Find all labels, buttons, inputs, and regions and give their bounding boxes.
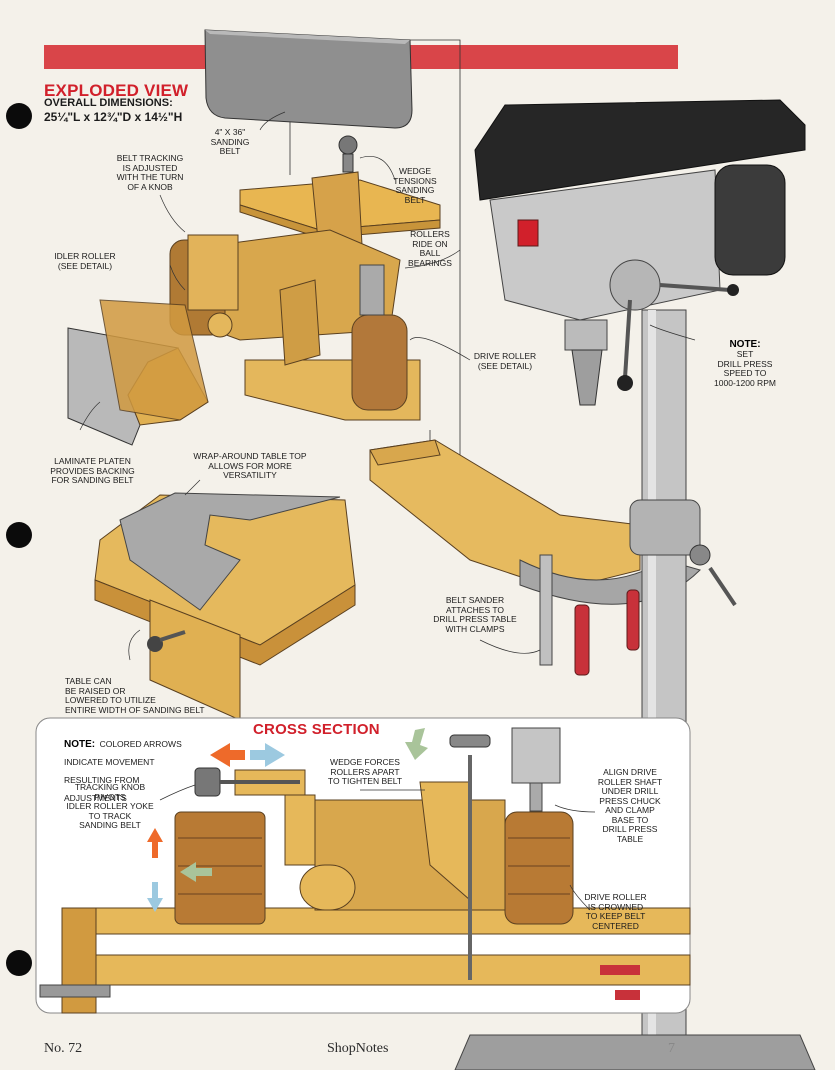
binder-hole-top [6,103,32,129]
laminate-platen-drawing [67,299,209,446]
callout-wrap-around-table: WRAP-AROUND TABLE TOP ALLOWS FOR MORE VE… [193,451,307,480]
overall-dimensions-value: 25¼"L x 12¾"D x 14½"H [44,110,183,124]
callout-belt-tracking: BELT TRACKING IS ADJUSTED WITH THE TURN … [116,153,184,192]
callout-belt-sander-attaches: BELT SANDER ATTACHES TO DRILL PRESS TABL… [433,595,517,634]
callout-sanding-belt: 4" x 36" SANDING BELT [210,127,250,156]
callout-tracking-knob: TRACKING KNOB PIVOTS IDLER ROLLER YOKE T… [66,782,154,830]
cross-section-note-title: NOTE: [64,739,96,750]
callout-align-drive: ALIGN DRIVE ROLLER SHAFT UNDER DRILL PRE… [597,767,663,844]
exploded-view-title: EXPLODED VIEW [44,81,189,100]
callout-drive-crowned: DRIVE ROLLER IS CROWNED TO KEEP BELT CEN… [584,892,647,931]
sanding-belt-drawing [204,29,413,129]
footer-issue: No. 72 [44,1041,83,1056]
binder-hole-bottom [6,950,32,976]
footer-page-number: 7 [668,1041,675,1056]
cross-section-drawing [39,727,691,1014]
callout-wedge-forces: WEDGE FORCES ROLLERS APART TO TIGHTEN BE… [327,757,403,786]
callout-drive-roller: DRIVE ROLLER (SEE DETAIL) [473,351,537,371]
callout-rollers-ride: ROLLERS RIDE ON BALL BEARINGS [408,229,452,268]
movement-arrows [147,728,428,912]
callout-table-can: TABLE CAN BE RAISED OR LOWERED TO UTILIZ… [65,676,205,715]
cross-section-title: CROSS SECTION [253,721,380,738]
drill-press-note: NOTE: SET DRILL PRESS SPEED TO 1000-1200… [700,339,790,388]
drill-press-note-body: SET DRILL PRESS SPEED TO 1000-1200 RPM [714,349,776,388]
overall-dimensions-label: OVERALL DIMENSIONS: [44,97,173,109]
binder-hole-middle [6,522,32,548]
callout-wedge-tensions: WEDGE TENSIONS SANDING BELT [393,166,437,205]
cross-section-note-body: COLORED ARROWS INDICATE MOVEMENT RESULTI… [64,739,182,803]
callout-idler-roller: IDLER ROLLER (SEE DETAIL) [54,251,116,271]
drill-press-drawing [454,99,816,1070]
drill-press-note-title: NOTE: [729,339,761,350]
cross-section-note: NOTE: COLORED ARROWS INDICATE MOVEMENT R… [64,734,184,806]
footer-publication: ShopNotes [327,1041,389,1056]
callout-laminate-platen: LAMINATE PLATEN PROVIDES BACKING FOR SAN… [50,456,135,485]
sander-body-drawing [169,229,421,421]
table-top-drawing [94,492,356,721]
